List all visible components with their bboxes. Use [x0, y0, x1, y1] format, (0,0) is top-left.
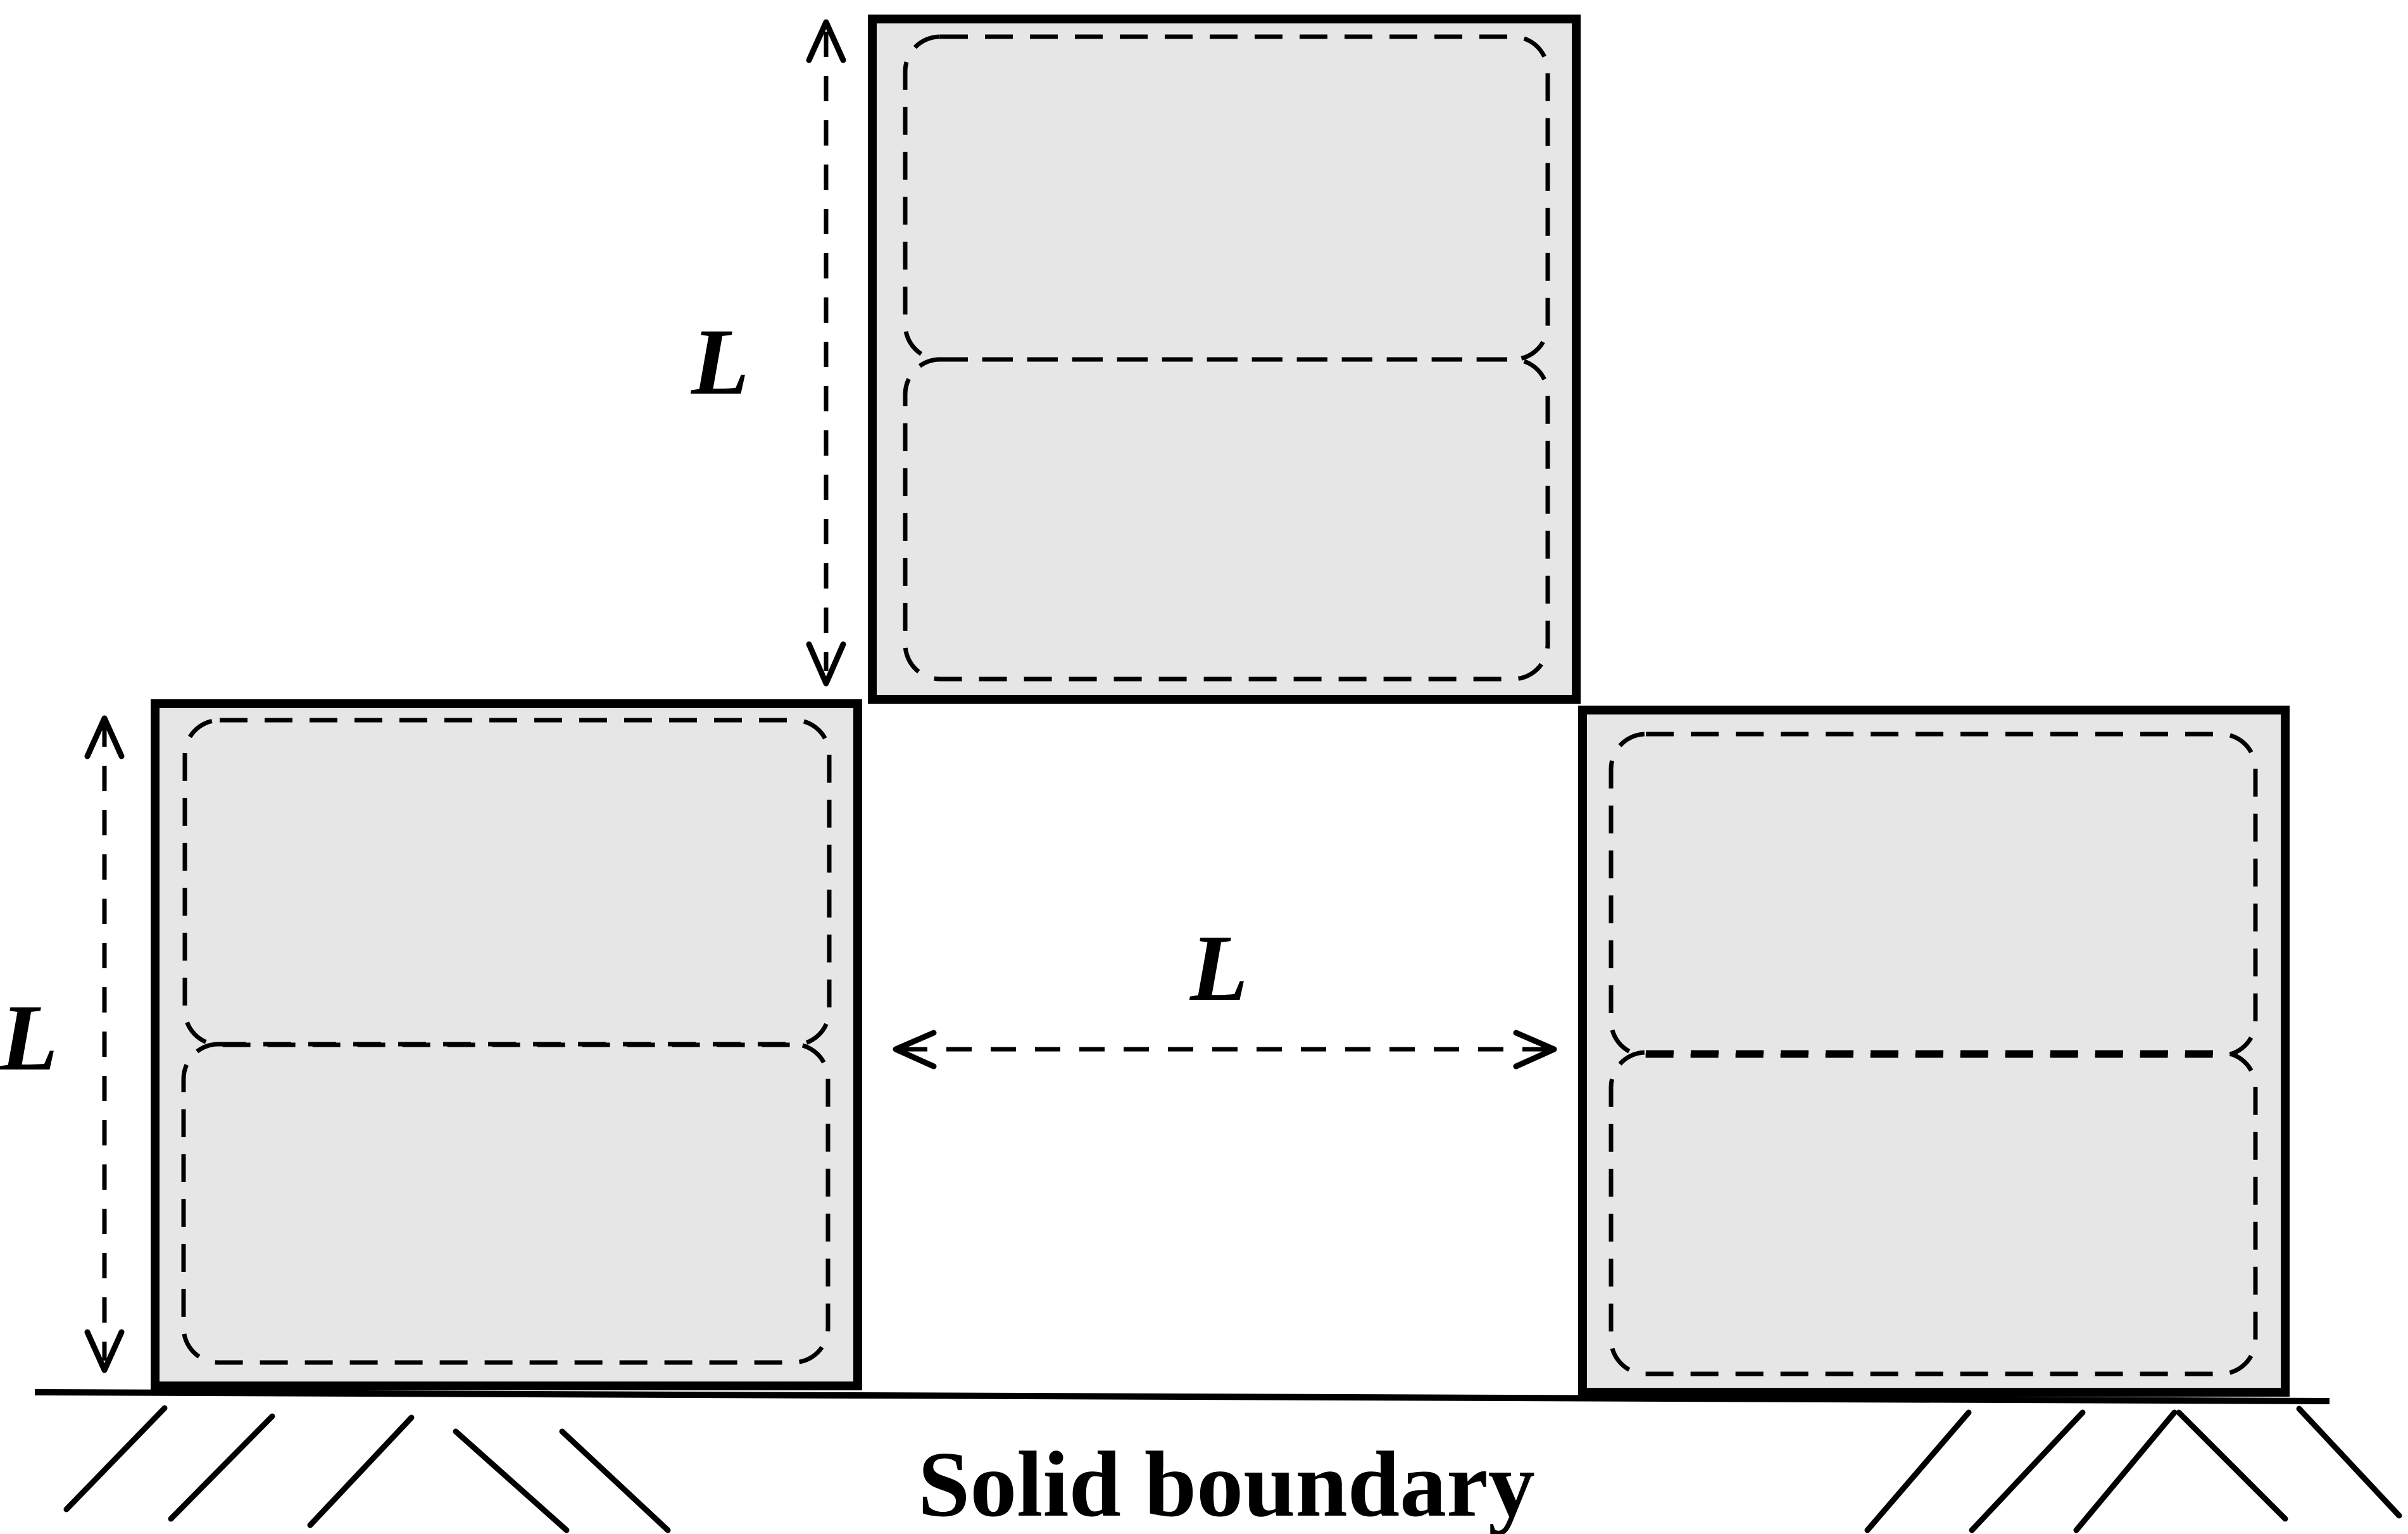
boundary-label: Solid boundary [918, 1433, 1535, 1534]
hatch-mark [2073, 1409, 2178, 1533]
hatch-mark [453, 1428, 570, 1533]
arrow-up-icon [84, 715, 125, 759]
hatch-mark [559, 1428, 671, 1533]
hatch-mark [168, 1413, 275, 1522]
arrow-left-icon [893, 1030, 937, 1069]
hatch-mark [307, 1414, 415, 1528]
hatch-mark [63, 1405, 168, 1512]
hatch-mark [1864, 1409, 1972, 1533]
hatch-mark [2296, 1406, 2402, 1519]
cell-left-lower [181, 1042, 831, 1365]
cell-top-lower [903, 357, 1550, 682]
block-top [868, 15, 1581, 704]
block-right [1578, 706, 2290, 1397]
dimension-label-top: L [690, 309, 749, 415]
ground-line [34, 1389, 2330, 1404]
arrow-down-icon [84, 1329, 125, 1373]
dimension-horizontal [893, 1030, 1557, 1069]
hatch-left [63, 1405, 671, 1533]
dimension-label-left: L [0, 985, 58, 1090]
hatch-mark [1969, 1409, 2086, 1533]
block-left [151, 699, 862, 1390]
dimension-vertical-top [806, 19, 846, 687]
hatch-right [1864, 1406, 2402, 1533]
arrow-right-icon [1513, 1030, 1557, 1069]
hatch-mark [2176, 1409, 2288, 1522]
dimension-vertical-left [84, 715, 125, 1373]
arrow-up-icon [806, 19, 846, 63]
dimension-label-horizontal: L [1189, 916, 1248, 1021]
arrow-down-icon [806, 641, 846, 687]
cell-right-upper [1608, 732, 2258, 1058]
cell-right-lower [1608, 1050, 2258, 1376]
